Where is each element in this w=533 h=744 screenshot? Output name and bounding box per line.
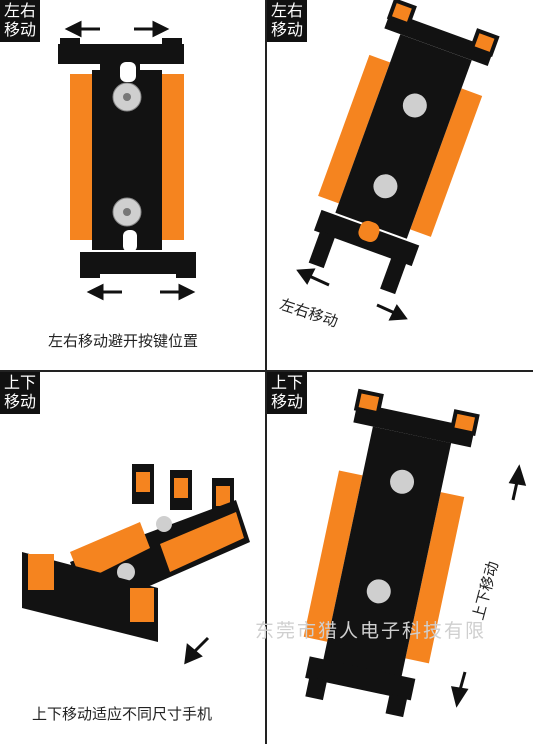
divider-vertical bbox=[265, 0, 267, 744]
holder-perspective-illustration bbox=[22, 464, 250, 665]
holder-front-illustration bbox=[58, 20, 196, 301]
arrow-right-icon bbox=[160, 283, 196, 301]
mode-tag: 左右 移动 bbox=[0, 0, 41, 42]
panel-caption: 上下移动适应不同尺寸手机 bbox=[32, 705, 213, 723]
tag-line: 左右 bbox=[4, 1, 37, 20]
arrow-right-icon bbox=[134, 20, 170, 38]
tag-line: 移动 bbox=[4, 20, 37, 39]
tag-line: 上下 bbox=[271, 373, 304, 392]
arrow-left-icon bbox=[64, 20, 100, 38]
tag-line: 左右 bbox=[271, 1, 304, 20]
tag-line: 移动 bbox=[4, 392, 37, 411]
mode-tag: 上下 移动 bbox=[267, 372, 308, 414]
arrow-down-left-icon bbox=[184, 636, 210, 665]
arrow-down-icon bbox=[450, 671, 469, 708]
tag-line: 移动 bbox=[271, 392, 304, 411]
arrow-left-icon bbox=[86, 283, 122, 301]
panel-up-down-front: 上下 移动 上下移动 bbox=[267, 372, 533, 744]
mode-tag: 左右 移动 bbox=[267, 0, 308, 42]
panel-left-right-front: 左右 移动 左右移动避开按键位置 bbox=[0, 0, 265, 370]
arrow-up-icon bbox=[508, 464, 527, 501]
divider-horizontal bbox=[0, 370, 533, 372]
tag-line: 移动 bbox=[271, 20, 304, 39]
panel-up-down-angle: 上下 移动 上下移动适应不同尺寸手机 bbox=[0, 372, 265, 744]
panel-caption: 左右移动避开按键位置 bbox=[48, 332, 199, 350]
panel-left-right-angle: 左右 移动 左右移动 bbox=[267, 0, 533, 370]
holder-angled-illustration bbox=[296, 0, 500, 321]
tag-line: 上下 bbox=[4, 373, 37, 392]
mode-tag: 上下 移动 bbox=[0, 372, 41, 414]
watermark: 东莞市猎人电子科技有限 bbox=[255, 620, 487, 642]
arrow-left-icon bbox=[296, 268, 330, 287]
holder-tilted-illustration bbox=[303, 388, 527, 718]
arrow-right-icon bbox=[376, 303, 408, 321]
